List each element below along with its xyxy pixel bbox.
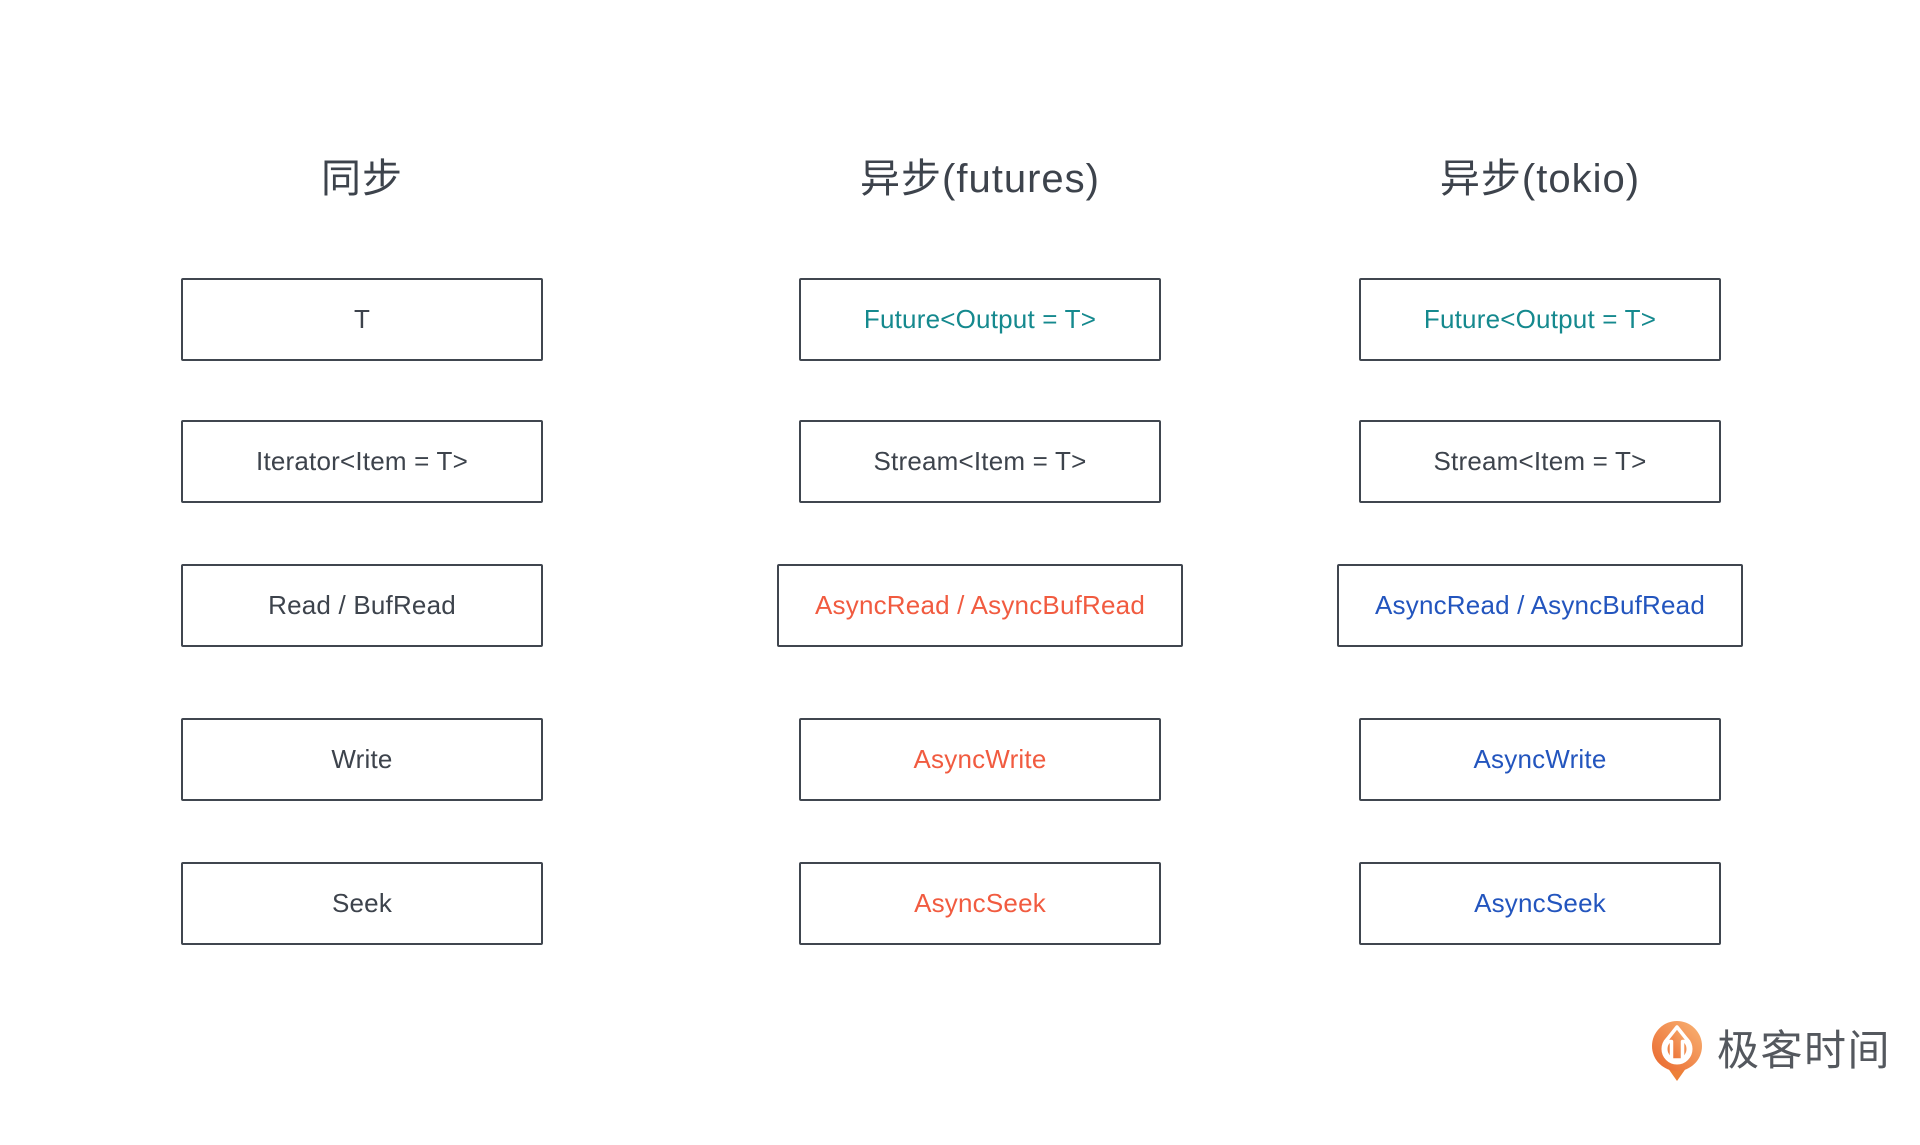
trait-box-label: Stream<Item = T>: [873, 446, 1087, 476]
trait-box-futures-asyncread: AsyncRead / AsyncBufRead: [777, 564, 1183, 647]
geektime-logo-icon: [1652, 1021, 1702, 1081]
trait-box-sync-read: Read / BufRead: [181, 564, 543, 647]
column-header-async-futures: 异步(futures): [860, 157, 1100, 201]
trait-box-tokio-asyncread: AsyncRead / AsyncBufRead: [1337, 564, 1743, 647]
trait-box-sync-write: Write: [181, 718, 543, 801]
trait-box-futures-stream: Stream<Item = T>: [799, 420, 1161, 503]
trait-box-label: T: [353, 304, 371, 334]
trait-box-label: Write: [331, 744, 393, 774]
geektime-logo-text: 极客时间: [1717, 1027, 1892, 1074]
trait-box-label: Future<Output = T>: [1423, 304, 1657, 334]
trait-box-label: Future<Output = T>: [863, 304, 1097, 334]
trait-box-tokio-asyncwrite: AsyncWrite: [1359, 718, 1721, 801]
trait-box-label: Iterator<Item = T>: [256, 446, 468, 476]
column-async-futures: 异步(futures) Future<Output = T> Stream<It…: [750, 0, 1210, 1145]
trait-box-tokio-asyncseek: AsyncSeek: [1359, 862, 1721, 945]
column-header-async-tokio: 异步(tokio): [1439, 157, 1641, 201]
trait-box-label: AsyncRead / AsyncBufRead: [1375, 590, 1705, 620]
column-sync: 同步 T Iterator<Item = T> Read / BufRead W…: [132, 0, 592, 1145]
trait-box-label: AsyncSeek: [914, 888, 1046, 918]
trait-box-label: AsyncSeek: [1474, 888, 1606, 918]
trait-box-sync-t: T: [181, 278, 543, 361]
trait-box-label: AsyncWrite: [1473, 744, 1607, 774]
trait-box-label: AsyncWrite: [913, 744, 1047, 774]
column-header-sync: 同步: [321, 157, 403, 201]
trait-box-futures-asyncseek: AsyncSeek: [799, 862, 1161, 945]
trait-box-futures-asyncwrite: AsyncWrite: [799, 718, 1161, 801]
trait-box-sync-iterator: Iterator<Item = T>: [181, 420, 543, 503]
trait-box-label: AsyncRead / AsyncBufRead: [815, 590, 1145, 620]
trait-box-label: Read / BufRead: [268, 590, 456, 620]
trait-box-label: Seek: [331, 888, 393, 918]
column-async-tokio: 异步(tokio) Future<Output = T> Stream<Item…: [1310, 0, 1770, 1145]
trait-box-futures-future: Future<Output = T>: [799, 278, 1161, 361]
trait-box-label: Stream<Item = T>: [1433, 446, 1647, 476]
trait-box-sync-seek: Seek: [181, 862, 543, 945]
trait-box-tokio-stream: Stream<Item = T>: [1359, 420, 1721, 503]
geektime-logo: 极客时间: [1650, 1020, 1891, 1082]
trait-box-tokio-future: Future<Output = T>: [1359, 278, 1721, 361]
